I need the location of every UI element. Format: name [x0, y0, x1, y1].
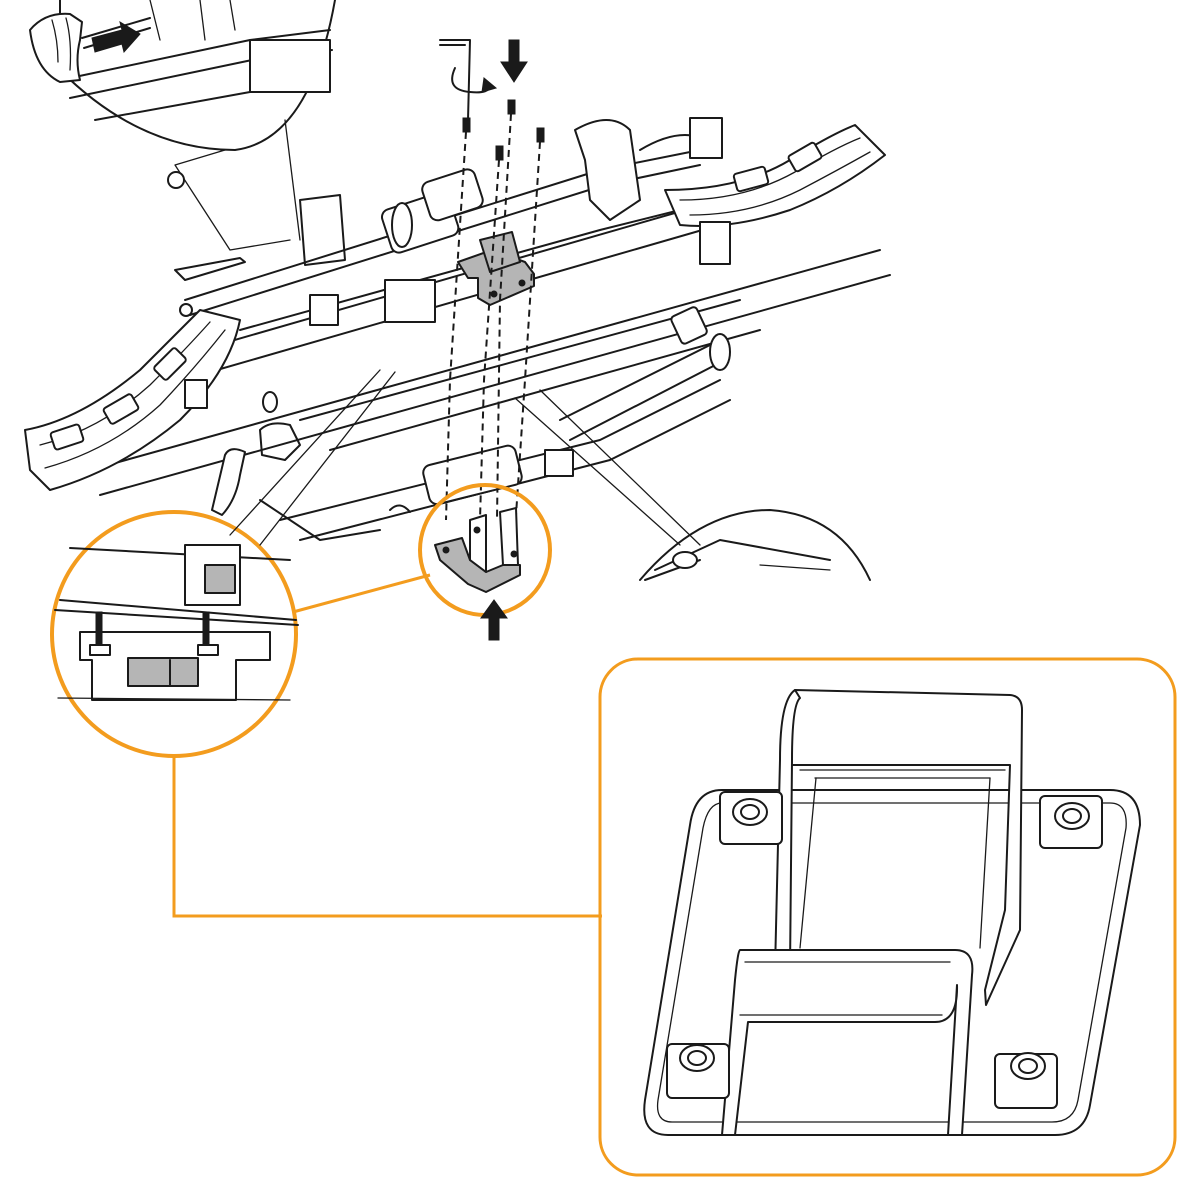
- down-arrow-icon: [500, 39, 528, 83]
- lower-bracket-callout: [418, 483, 552, 641]
- callout-connectors: [172, 369, 602, 918]
- up-arrow-icon: [480, 599, 508, 641]
- hex-key-icon: [439, 39, 471, 121]
- boss-top-right: [1039, 795, 1103, 849]
- detail-inset-right-partial: [514, 389, 871, 581]
- detail-side-view: [50, 510, 299, 758]
- screws: [462, 99, 545, 161]
- alignment-lines: [445, 113, 541, 546]
- upper-bracket: [457, 231, 535, 306]
- bike-rack-assembly: [24, 117, 891, 541]
- boss-top-left: [719, 791, 783, 845]
- detail-bracket-large: [598, 657, 1177, 1177]
- detail-inset-top-left: [29, 0, 336, 251]
- rotate-arrow-icon: [451, 67, 498, 94]
- boss-bottom-left: [666, 1043, 730, 1099]
- push-arrow-icon: [91, 20, 141, 54]
- boss-bottom-right: [994, 1052, 1058, 1109]
